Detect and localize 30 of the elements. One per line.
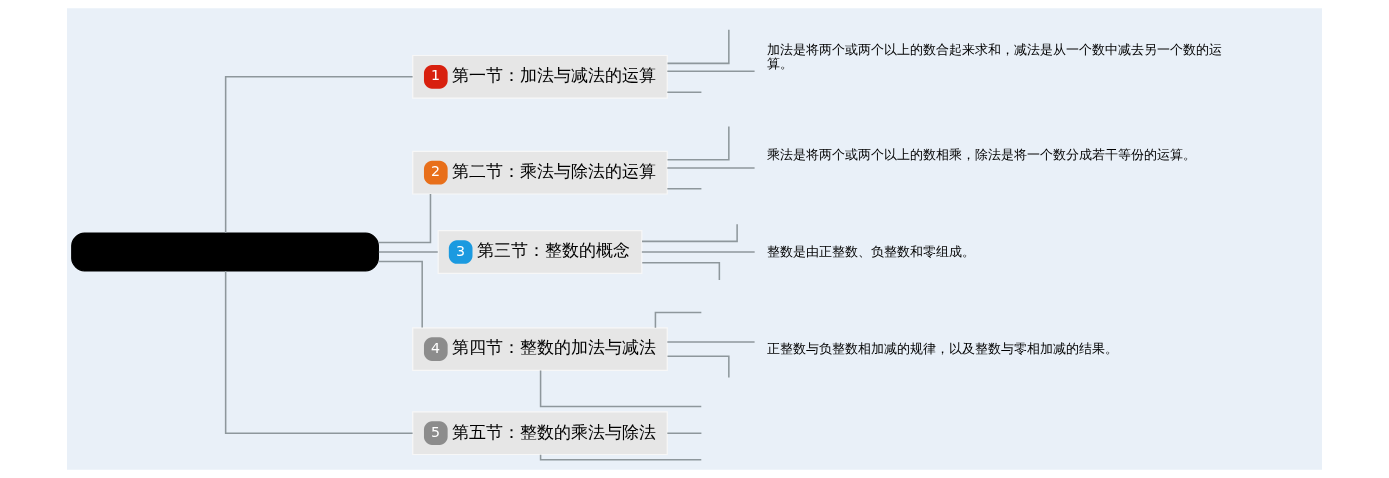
connector — [224, 76, 414, 234]
connector — [666, 167, 756, 169]
node-text: 加法是将两个或两个以上的数合起来求和，减法是从一个数中减去另一个数的运算。 — [766, 42, 1222, 72]
connector — [641, 261, 721, 281]
connector — [377, 193, 432, 244]
node-box: 4 第四节：整数的加法与减法 — [412, 327, 668, 371]
connector — [641, 251, 756, 253]
connector — [224, 270, 414, 434]
connector — [666, 28, 730, 65]
connector — [666, 125, 730, 161]
connector — [641, 223, 738, 243]
connector — [666, 70, 756, 73]
connector — [654, 311, 703, 329]
node-text: 乘法是将两个或两个以上的数相乘，除法是将一个数分成若干等份的运算。 — [766, 146, 1196, 162]
node-box: 5 第五节：整数的乘法与除法 — [412, 411, 668, 456]
node-box — [71, 232, 379, 272]
connector — [377, 260, 423, 329]
node-text: 整数是由正整数、负整数和零组成。 — [766, 243, 975, 259]
connector — [539, 369, 703, 408]
node-text: 正整数与负整数相加减的规律，以及整数与零相加减的结果。 — [766, 341, 1118, 357]
connector — [666, 432, 703, 434]
connector — [539, 453, 703, 461]
connector — [666, 355, 730, 379]
node-box: 1 第一节：加法与减法的运算 — [412, 54, 668, 99]
connector — [666, 187, 703, 190]
node-box: 2 第二节：乘法与除法的运算 — [412, 150, 668, 195]
connector — [378, 251, 439, 253]
connector — [666, 341, 756, 343]
node-box: 3 第三节：整数的概念 — [437, 230, 643, 274]
connector — [666, 91, 703, 93]
